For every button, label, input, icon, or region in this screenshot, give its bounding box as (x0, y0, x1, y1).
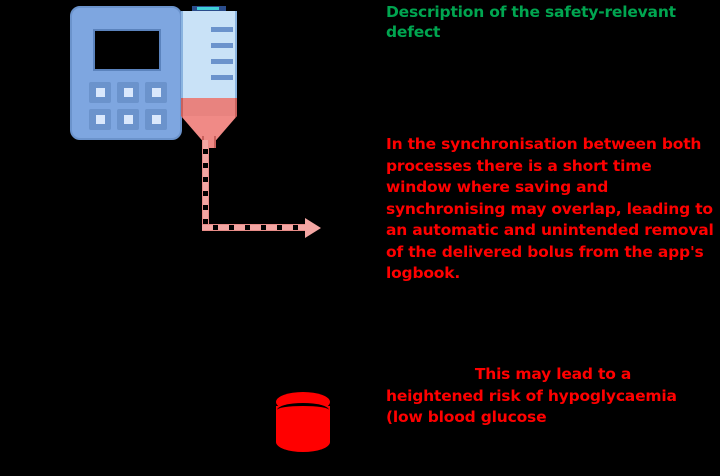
section-heading: Description of the safety-relevant defec… (386, 3, 676, 41)
risk-consequence-paragraph: This may lead to a heightened risk of hy… (386, 364, 720, 429)
defect-description-paragraph: In the synchronisation between both proc… (386, 135, 714, 282)
insulin-pump-device (70, 6, 182, 140)
graduation-mark (211, 27, 233, 32)
pump-keypad (89, 82, 167, 130)
pump-key (89, 82, 111, 103)
syringe-liquid-fill (181, 98, 237, 116)
graduation-mark (211, 43, 233, 48)
risk-line-2: heightened risk of hypoglycaemia (386, 386, 677, 405)
pump-key (89, 109, 111, 130)
risk-line-3: (low blood glucose (386, 408, 547, 426)
pump-key (117, 109, 139, 130)
pump-key (145, 82, 167, 103)
app-logbook-database-icon (276, 392, 330, 452)
flow-arrow-vertical-segment (202, 140, 209, 230)
database-cylinder-rim (276, 402, 330, 410)
pump-display-screen (93, 29, 161, 71)
risk-line-1: This may lead to a (474, 365, 632, 383)
syringe-cap-highlight (197, 7, 219, 10)
pump-key (117, 82, 139, 103)
text-panel: Description of the safety-relevant defec… (386, 0, 720, 476)
pump-key (145, 109, 167, 130)
graduation-mark (211, 59, 233, 64)
insulin-cartridge-syringe (181, 6, 237, 148)
illustration-panel (0, 0, 380, 476)
flow-arrowhead-icon (305, 218, 321, 238)
flow-arrow-horizontal-segment (202, 224, 312, 231)
graduation-mark (211, 75, 233, 80)
